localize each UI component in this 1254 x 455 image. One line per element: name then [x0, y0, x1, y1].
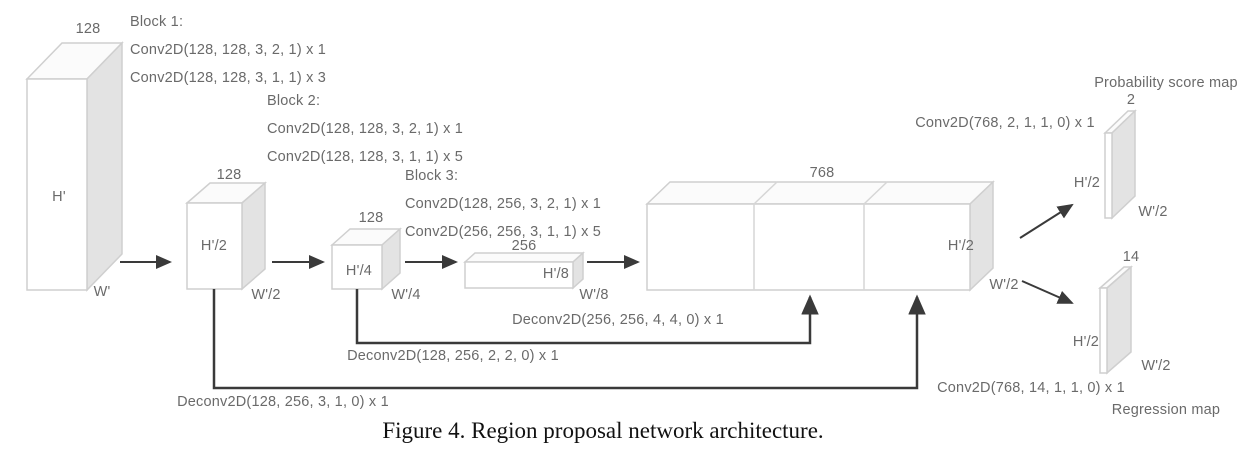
feat4-channels-label: 128 [358, 210, 384, 226]
input-tensor-box [25, 41, 124, 292]
deconv-feat8-op-label: Deconv2D(256, 256, 4, 4, 0) x 1 [512, 312, 724, 328]
probability-map-title: Probability score map [1094, 75, 1238, 91]
block3-conv-line: Conv2D(128, 256, 3, 2, 1) x 1 [405, 196, 602, 212]
feat2-width-label: W'/2 [251, 287, 281, 303]
deconv-feat2-op-label: Deconv2D(128, 256, 3, 1, 0) x 1 [177, 394, 389, 410]
concat-channels-label: 768 [809, 165, 835, 181]
prob-width-label: W'/2 [1138, 204, 1168, 220]
block2-spec: Block 2: Conv2D(128, 128, 3, 2, 1) x 1 C… [267, 87, 463, 171]
block2-conv-line: Conv2D(128, 128, 3, 2, 1) x 1 [267, 121, 464, 137]
concat-768-box [645, 180, 995, 292]
block1-conv-line: Conv2D(128, 128, 3, 1, 1) x 3 [130, 70, 327, 86]
arrow-concat-to-reg [1021, 280, 1074, 304]
feat4-height-label: H'/4 [345, 263, 373, 279]
block1-spec: Block 1: Conv2D(128, 128, 3, 2, 1) x 1 C… [130, 8, 326, 92]
reg-channels-label: 14 [1122, 249, 1140, 265]
regression-map-slab [1098, 265, 1133, 375]
conv-prob-op-label: Conv2D(768, 2, 1, 1, 0) x 1 [915, 115, 1095, 131]
feat8-width-label: W'/8 [579, 287, 609, 303]
feat-quarter-box [330, 227, 402, 291]
feat2-channels-label: 128 [216, 167, 242, 183]
input-channels-label: 128 [75, 21, 101, 37]
block2-title: Block 2: [267, 93, 321, 109]
block3-spec: Block 3: Conv2D(128, 256, 3, 2, 1) x 1 C… [405, 162, 601, 246]
reg-height-label: H'/2 [1072, 334, 1100, 350]
input-height-label: H' [52, 189, 66, 205]
feat-eighth-box [463, 251, 585, 290]
probability-map-slab [1103, 109, 1137, 220]
input-width-label: W' [93, 284, 111, 300]
reg-width-label: W'/2 [1141, 358, 1171, 374]
feat-half-box [184, 181, 268, 291]
feat2-height-label: H'/2 [200, 238, 228, 254]
block3-conv-line: Conv2D(256, 256, 3, 1, 1) x 5 [405, 224, 602, 240]
block2-conv-line: Conv2D(128, 128, 3, 1, 1) x 5 [267, 149, 464, 165]
conv-reg-op-label: Conv2D(768, 14, 1, 1, 0) x 1 [937, 380, 1125, 396]
concat-height-label: H'/2 [947, 238, 975, 254]
block1-conv-line: Conv2D(128, 128, 3, 2, 1) x 1 [130, 42, 327, 58]
prob-channels-label: 2 [1126, 92, 1136, 108]
prob-height-label: H'/2 [1073, 175, 1101, 191]
block3-title: Block 3: [405, 168, 459, 184]
skip-feat2-to-concat [212, 289, 926, 390]
feat4-width-label: W'/4 [391, 287, 421, 303]
deconv-feat4-op-label: Deconv2D(128, 256, 2, 2, 0) x 1 [347, 348, 559, 364]
feat8-channels-label: 256 [511, 238, 537, 254]
concat-width-label: W'/2 [989, 277, 1019, 293]
regression-map-title: Regression map [1111, 402, 1221, 418]
feat8-height-label: H'/8 [542, 266, 570, 282]
arrow-concat-to-prob [1019, 203, 1074, 239]
figure-caption: Figure 4. Region proposal network archit… [382, 418, 824, 443]
skip-feat4-to-concat [355, 289, 819, 345]
block1-title: Block 1: [130, 14, 184, 30]
